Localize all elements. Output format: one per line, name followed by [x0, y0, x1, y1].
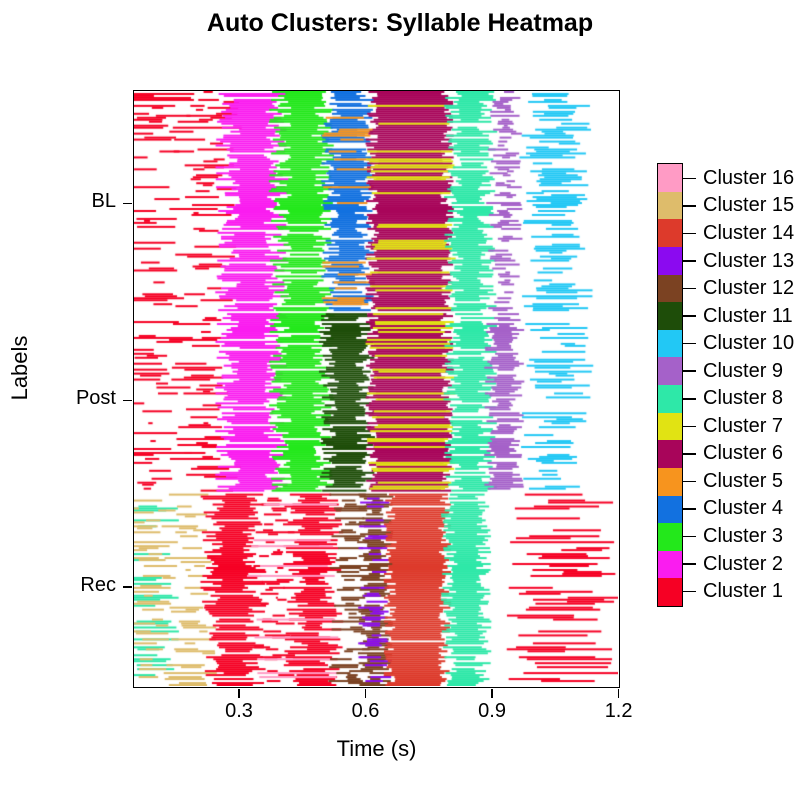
x-tick-label: 0.9 [478, 700, 506, 722]
colorbar-swatch [658, 246, 682, 275]
legend-item-label: Cluster 3 [703, 525, 784, 548]
legend-tick-icon [683, 535, 696, 538]
legend-item[interactable]: Cluster 15 [683, 192, 794, 220]
legend-item-label: Cluster 12 [703, 277, 795, 300]
legend-item-label: Cluster 7 [703, 414, 784, 437]
y-tick-mark [123, 202, 132, 205]
cluster-legend: Cluster 16 Cluster 15 Cluster 14 Cluster 13… [657, 163, 797, 607]
legend-item[interactable]: Cluster 1 [683, 578, 783, 606]
colorbar-swatch [658, 357, 682, 385]
x-tick-label: 0.6 [351, 700, 380, 722]
legend-tick-icon [683, 508, 696, 510]
colorbar-swatch [658, 550, 682, 579]
x-tick-label: 1.2 [604, 700, 633, 722]
legend-item-label: Cluster 8 [703, 387, 784, 410]
legend-item[interactable]: Cluster 11 [683, 302, 793, 330]
colorbar-swatch [658, 578, 682, 606]
legend-item-label: Cluster 4 [703, 497, 784, 520]
page-title: Auto Clusters: Syllable Heatmap [206, 9, 594, 37]
colorbar-swatch [658, 191, 682, 220]
legend-item[interactable]: Cluster 14 [683, 220, 794, 248]
heatmap-plot-panel[interactable] [133, 90, 620, 688]
colorbar-swatch [658, 274, 682, 303]
legend-item-label: Cluster 5 [703, 469, 784, 492]
legend-tick-icon [683, 563, 696, 565]
legend-tick-icon [683, 425, 696, 428]
legend-tick-icon [683, 232, 696, 235]
legend-tick-icon [683, 590, 696, 593]
y-tick-label: Post [75, 387, 116, 410]
legend-item-label: Cluster 9 [703, 359, 784, 382]
y-axis-title: Labels [7, 335, 32, 401]
legend-item[interactable]: Cluster 6 [683, 440, 783, 468]
colorbar-swatch [658, 523, 682, 551]
legend-tick-icon [683, 177, 696, 180]
colorbar-swatch [658, 467, 682, 496]
legend-item[interactable]: Cluster 7 [683, 413, 783, 441]
y-tick-label: BL [91, 190, 116, 213]
legend-item-label: Cluster 10 [703, 332, 795, 355]
colorbar-swatch [658, 219, 682, 247]
y-tick-label: Rec [80, 574, 116, 597]
legend-item-label: Cluster 1 [703, 580, 784, 603]
legend-item-label: Cluster 13 [703, 249, 795, 272]
x-tick-mark [617, 689, 620, 698]
legend-colorbar [657, 163, 683, 607]
legend-item-label: Cluster 6 [703, 442, 784, 465]
legend-item[interactable]: Cluster 9 [683, 357, 783, 385]
colorbar-swatch [658, 329, 682, 358]
legend-tick-icon [683, 397, 696, 400]
x-tick-mark [491, 689, 493, 698]
legend-item[interactable]: Cluster 5 [683, 468, 783, 496]
legend-item[interactable]: Cluster 8 [683, 385, 783, 413]
x-axis-title: Time (s) [336, 736, 417, 761]
colorbar-swatch [658, 385, 682, 413]
legend-item[interactable]: Cluster 2 [683, 550, 783, 578]
legend-item[interactable]: Cluster 3 [683, 523, 783, 551]
x-tick-label: 0.3 [225, 700, 253, 722]
colorbar-swatch [658, 495, 682, 524]
heatmap-canvas [134, 91, 618, 686]
legend-item[interactable]: Cluster 12 [683, 275, 794, 303]
legend-tick-icon [683, 260, 696, 262]
legend-item-label: Cluster 14 [703, 221, 795, 244]
x-tick-mark [364, 689, 367, 698]
legend-item-label: Cluster 2 [703, 552, 784, 575]
colorbar-swatch [658, 412, 682, 441]
colorbar-swatch [658, 302, 682, 330]
legend-tick-icon [683, 453, 696, 455]
legend-tick-icon [683, 315, 696, 317]
legend-item[interactable]: Cluster 13 [683, 247, 794, 275]
legend-item-label: Cluster 11 [703, 304, 793, 327]
legend-item-label: Cluster 15 [703, 194, 795, 217]
x-tick-mark [238, 689, 240, 698]
legend-tick-icon [683, 205, 696, 207]
legend-tick-icon [683, 342, 696, 345]
legend-tick-icon [683, 370, 696, 372]
colorbar-swatch [658, 440, 682, 468]
y-tick-mark [123, 586, 132, 589]
y-tick-mark [123, 399, 132, 402]
legend-item[interactable]: Cluster 16 [683, 165, 794, 193]
legend-item[interactable]: Cluster 10 [683, 330, 794, 358]
colorbar-swatch [658, 164, 682, 192]
legend-item[interactable]: Cluster 4 [683, 495, 783, 523]
legend-tick-icon [683, 480, 696, 483]
legend-item-label: Cluster 16 [703, 166, 795, 189]
legend-tick-icon [683, 287, 696, 290]
